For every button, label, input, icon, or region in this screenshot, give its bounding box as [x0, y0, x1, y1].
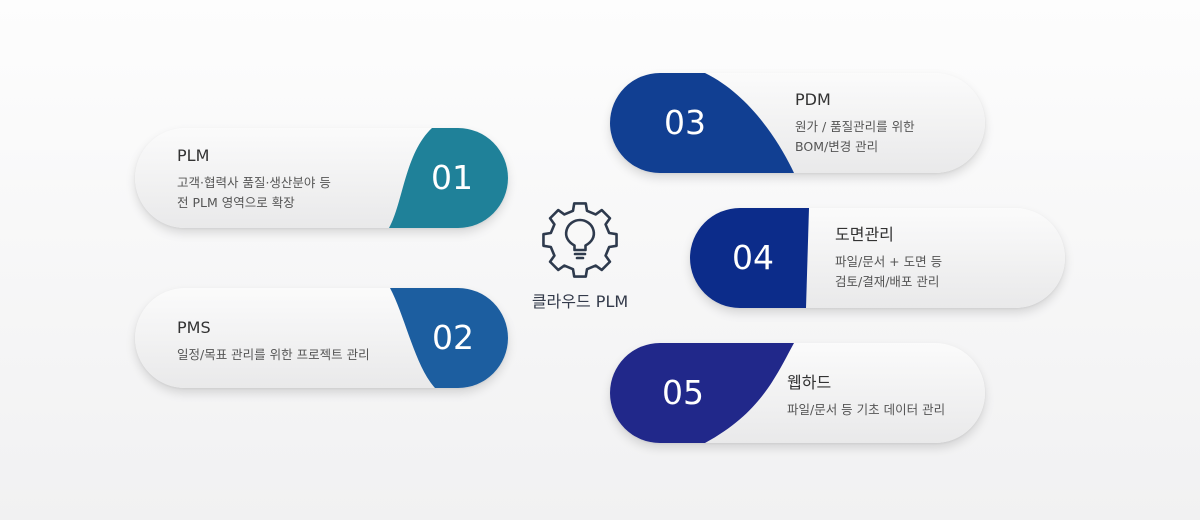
card-webhard: 05 웹하드 파일/문서 등 기초 데이터 관리 [610, 343, 985, 443]
card-webhard-accent [610, 343, 794, 443]
card-pdm-accent-shape [610, 73, 794, 173]
card-webhard-accent-shape [610, 343, 794, 443]
card-drawing-desc-line2: 검토/결재/배포 관리 [835, 274, 940, 289]
card-plm-desc-line2: 전 PLM 영역으로 확장 [177, 195, 295, 210]
card-pms-accent-shape [390, 288, 508, 388]
card-pms-text: PMS 일정/목표 관리를 위한 프로젝트 관리 [177, 318, 370, 365]
center-label: 클라우드 PLM [531, 292, 629, 311]
card-pms-accent [390, 288, 508, 388]
card-plm-title: PLM [177, 146, 210, 165]
card-plm: 01 PLM 고객·협력사 품질·생산분야 등 전 PLM 영역으로 확장 [135, 128, 508, 228]
card-plm-accent-shape [389, 128, 508, 228]
card-plm-text: PLM 고객·협력사 품질·생산분야 등 전 PLM 영역으로 확장 [177, 146, 331, 213]
card-pdm-title: PDM [795, 90, 831, 109]
card-webhard-desc-line1: 파일/문서 등 기초 데이터 관리 [787, 402, 946, 417]
card-pms-desc-line1: 일정/목표 관리를 위한 프로젝트 관리 [177, 347, 370, 362]
card-drawing-text: 도면관리 파일/문서 + 도면 등 검토/결재/배포 관리 [835, 225, 942, 292]
card-pdm-number: 03 [664, 103, 706, 142]
gear-bulb-icon [542, 202, 618, 278]
card-pdm-desc-line1: 원가 / 품질관리를 위한 [795, 119, 915, 134]
card-drawing-title: 도면관리 [835, 225, 894, 244]
card-pms-title: PMS [177, 318, 211, 337]
card-pms: 02 PMS 일정/목표 관리를 위한 프로젝트 관리 [135, 288, 508, 388]
card-pdm-desc-line2: BOM/변경 관리 [795, 139, 879, 154]
card-pdm-accent [610, 73, 794, 173]
card-webhard-number: 05 [662, 373, 704, 412]
card-drawing-desc-line1: 파일/문서 + 도면 등 [835, 254, 943, 269]
card-plm-desc-line1: 고객·협력사 품질·생산분야 등 [177, 175, 331, 190]
card-pms-number: 02 [432, 318, 474, 357]
card-webhard-title: 웹하드 [787, 373, 832, 392]
card-drawing-number: 04 [732, 238, 774, 277]
card-drawing-accent [690, 208, 809, 308]
card-drawing-accent-shape [690, 208, 809, 308]
card-pdm: 03 PDM 원가 / 품질관리를 위한 BOM/변경 관리 [610, 73, 985, 173]
card-pdm-text: PDM 원가 / 품질관리를 위한 BOM/변경 관리 [795, 90, 915, 157]
card-drawing: 04 도면관리 파일/문서 + 도면 등 검토/결재/배포 관리 [690, 208, 1065, 308]
card-webhard-text: 웹하드 파일/문서 등 기초 데이터 관리 [787, 373, 945, 420]
card-plm-number: 01 [431, 158, 473, 197]
card-plm-accent [389, 128, 508, 228]
